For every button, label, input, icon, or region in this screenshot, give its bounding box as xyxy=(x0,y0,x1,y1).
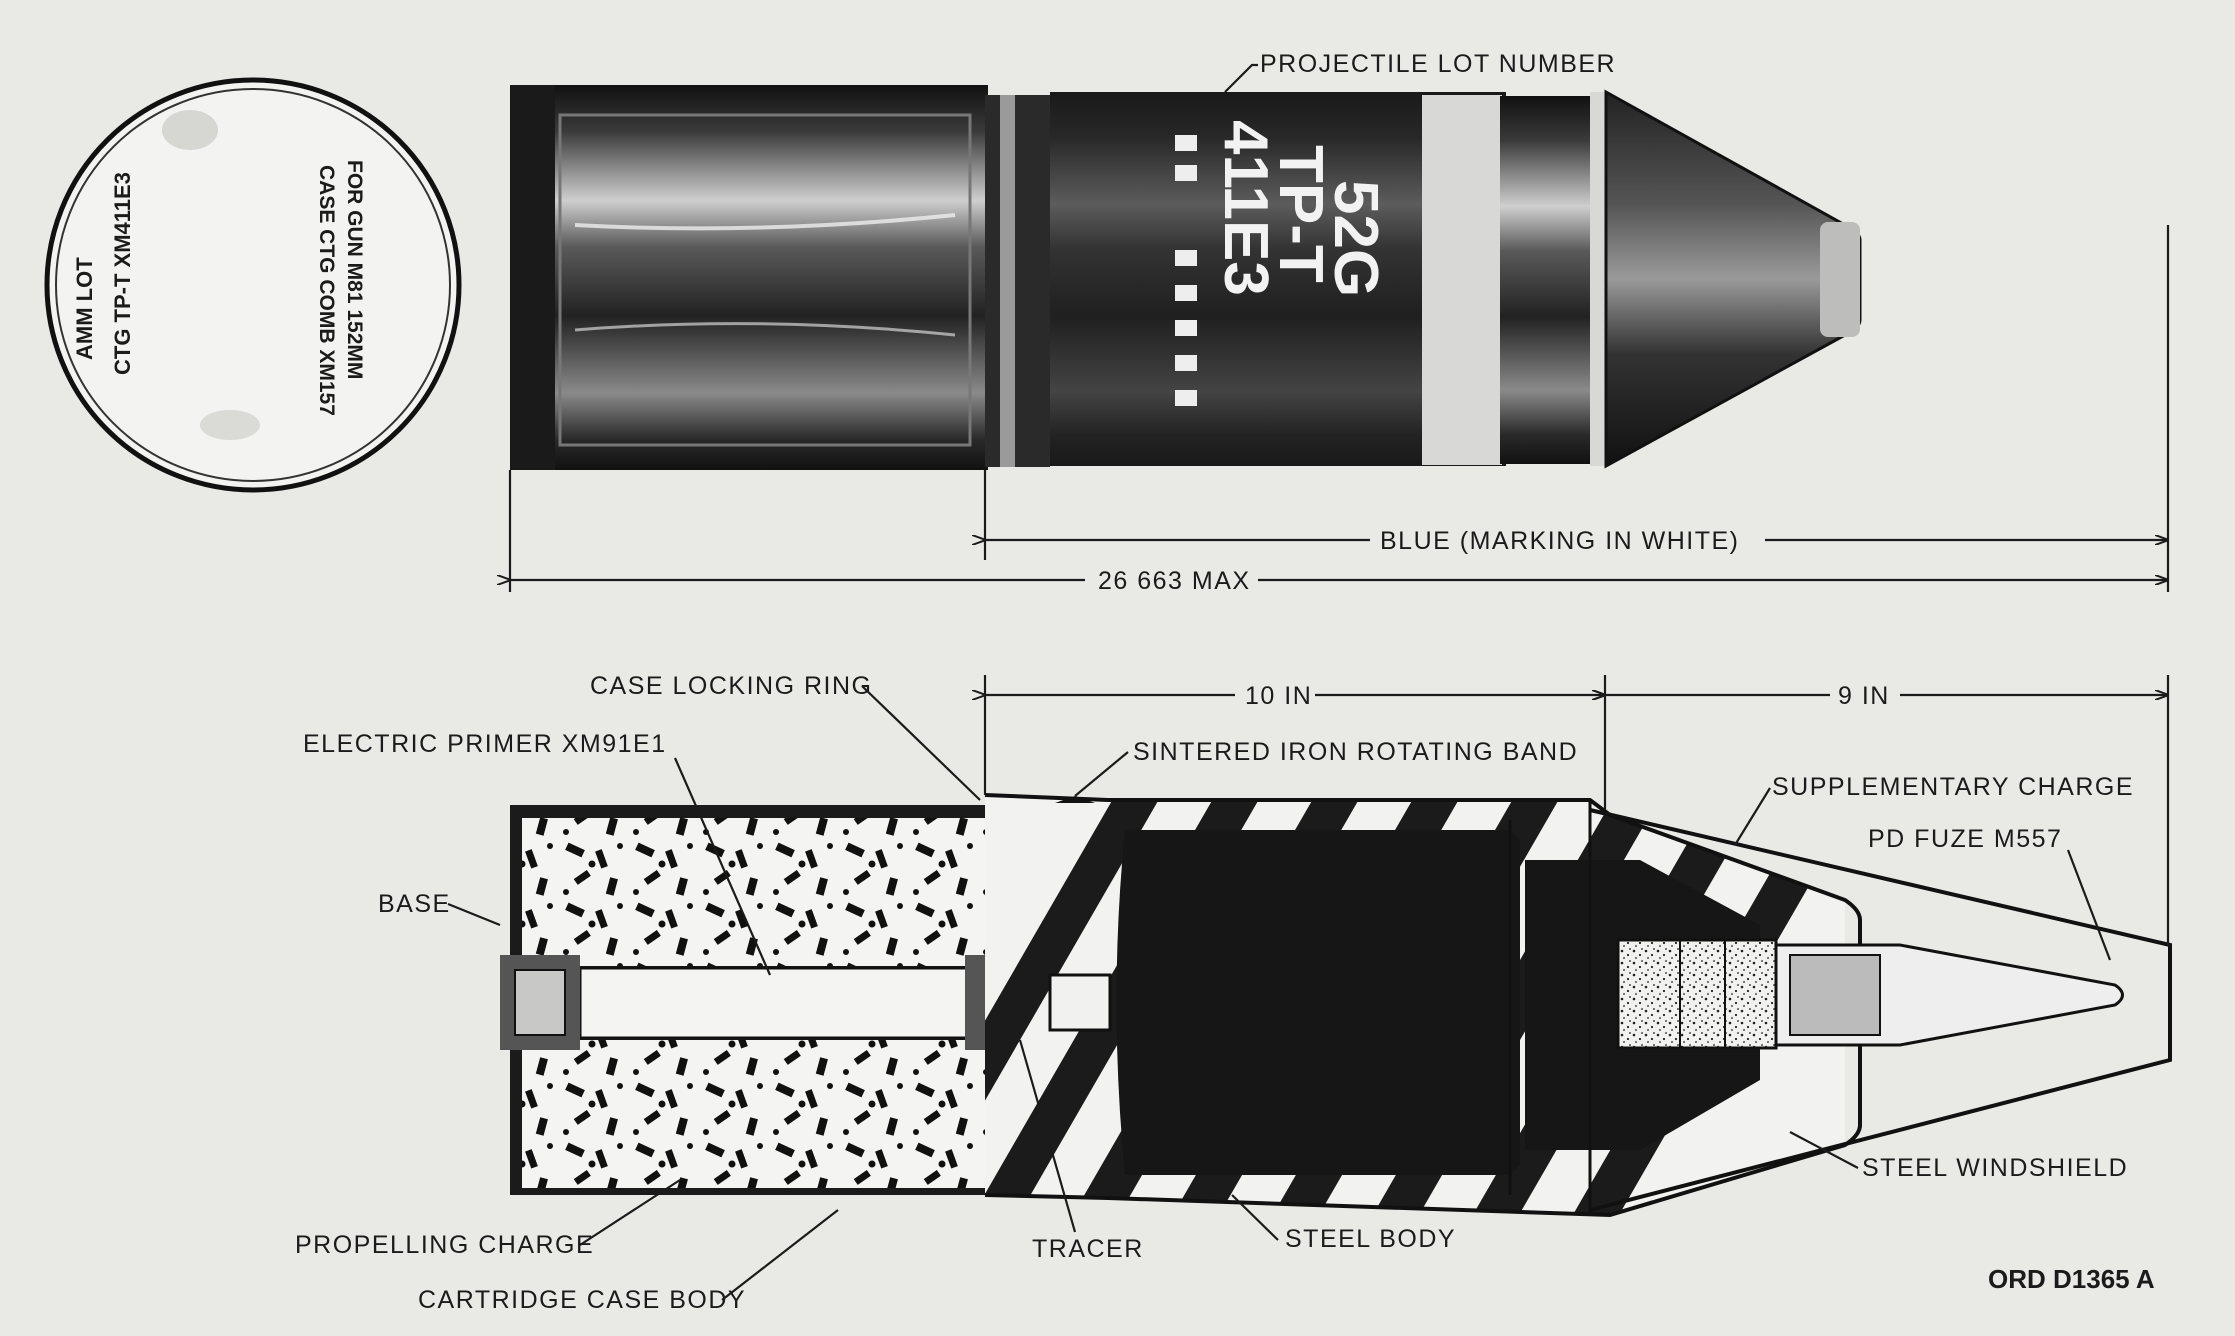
base-marking-case-type: CASE CTG COMB XM157 xyxy=(315,165,338,416)
label-dim-10-in: 10 IN xyxy=(1245,682,1312,710)
base-marking-cartridge-type: CTG TP-T XM411E3 xyxy=(110,172,135,375)
tracer-element xyxy=(1048,973,1112,1032)
figure-id: ORD D1365 A xyxy=(1988,1264,2155,1294)
label-tracer: TRACER xyxy=(1032,1235,1144,1263)
label-cartridge-case-body: CARTRIDGE CASE BODY xyxy=(418,1286,746,1314)
case-exterior xyxy=(510,85,988,470)
supplementary-charge-section xyxy=(1616,938,1778,1050)
label-steel-windshield: STEEL WINDSHIELD xyxy=(1862,1154,2128,1182)
base-marking-gun: FOR GUN M81 152MM xyxy=(343,160,366,379)
label-overall-length: 26 663 MAX xyxy=(1098,567,1251,595)
label-supplementary-charge: SUPPLEMENTARY CHARGE xyxy=(1772,773,2134,801)
propelling-charge-upper xyxy=(522,818,987,966)
label-base: BASE xyxy=(378,890,451,918)
projectile-marking-type: TP-T xyxy=(1266,145,1335,283)
propelling-charge-lower xyxy=(522,1040,987,1188)
projectile-lot-stencil xyxy=(1175,135,1197,406)
windshield-section xyxy=(1589,808,2172,1212)
base-marking-ammo-lot: AMM LOT xyxy=(72,257,97,360)
steel-body-cavity xyxy=(1116,830,1520,1175)
label-dim-9-in: 9 IN xyxy=(1838,682,1890,710)
rotating-band-exterior xyxy=(1500,96,1590,464)
label-electric-primer: ELECTRIC PRIMER XM91E1 xyxy=(303,730,667,758)
label-propelling-charge: PROPELLING CHARGE xyxy=(295,1231,594,1259)
projectile-marking-lot: 52G xyxy=(1321,180,1390,297)
cartridge-base-view: AMM LOT CTG TP-T XM411E3 CASE CTG COMB X… xyxy=(44,77,462,493)
label-case-locking-ring: CASE LOCKING RING xyxy=(590,672,873,700)
projectile-marking-model: 411E3 xyxy=(1211,120,1280,296)
projectile-markings: 52G TP-T 411E3 xyxy=(1211,120,1390,297)
cartridge-exterior-view: 52G TP-T 411E3 PROJECTILE LOT NUMBER BLU… xyxy=(510,50,2170,595)
label-steel-body: STEEL BODY xyxy=(1285,1225,1456,1253)
label-pd-fuze: PD FUZE M557 xyxy=(1868,825,2062,853)
primer-tube xyxy=(578,966,982,1040)
label-projectile-lot-number: PROJECTILE LOT NUMBER xyxy=(1260,50,1616,78)
rotating-band-section xyxy=(1055,796,1095,803)
cartridge-cutaway-view: 10 IN 9 IN CASE LOCKING RING ELECTRIC PR… xyxy=(295,672,2172,1314)
label-blue-marking: BLUE (MARKING IN WHITE) xyxy=(1380,527,1740,555)
label-sintered-iron-rotating-band: SINTERED IRON ROTATING BAND xyxy=(1133,738,1578,766)
